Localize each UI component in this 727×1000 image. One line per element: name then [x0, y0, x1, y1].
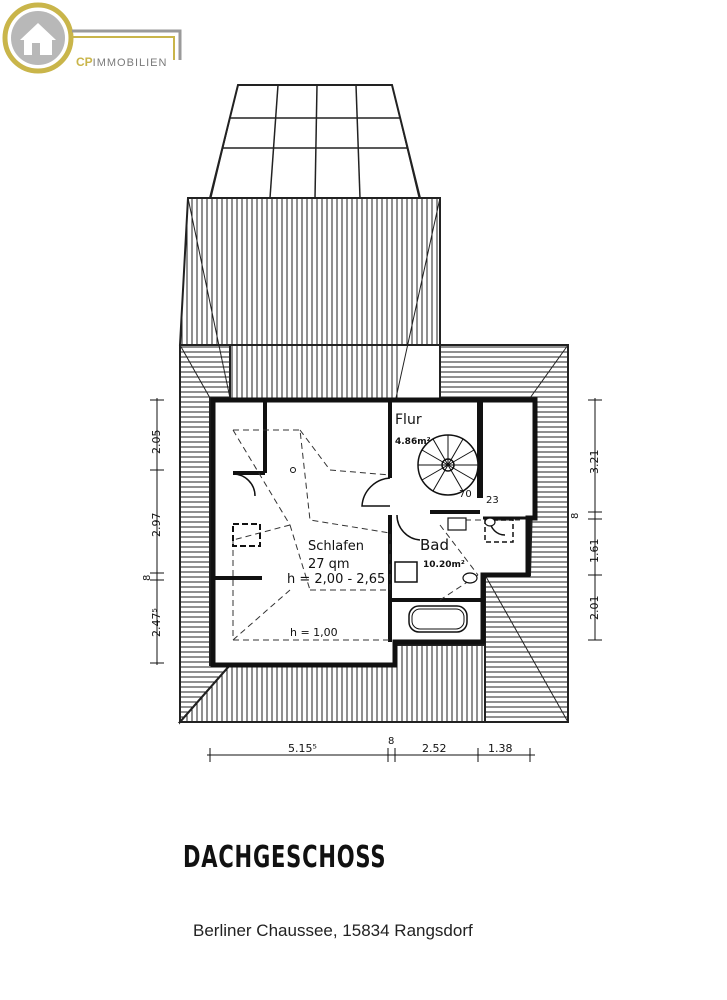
dim-bottom-4: 1.38	[488, 742, 513, 755]
logo-initials: CP	[76, 55, 93, 69]
toilet-icon	[462, 572, 478, 584]
dimension-bottom: 5.15⁵ 8 2.52 1.38	[207, 736, 535, 762]
dim-left-2: 2.97	[150, 513, 163, 538]
dim-right-4: 2.01	[588, 596, 601, 621]
logo-text: CPIMMOBILIEN	[76, 55, 167, 69]
dim-bottom-1: 5.15⁵	[288, 742, 317, 755]
dim-bottom-3: 2.52	[422, 742, 447, 755]
schlafen-height: h = 2,00 - 2,65	[287, 572, 385, 587]
flur-area: 4.86m²	[395, 437, 431, 447]
address: Berliner Chaussee, 15834 Rangsdorf	[193, 921, 473, 940]
logo-mark	[2, 2, 182, 74]
interior-floor	[210, 397, 538, 668]
room-labels: Flur 4.86m² Schlafen 27 qm h = 2,00 - 2,…	[287, 412, 499, 639]
logo-brand-name: IMMOBILIEN	[92, 57, 168, 69]
bad-label: Bad	[420, 536, 449, 554]
bathtub-icon	[408, 605, 468, 633]
dim-left-4: 2.47⁵	[150, 608, 163, 637]
flur-label: Flur	[395, 412, 422, 428]
dim-right-3: 1.61	[588, 539, 601, 564]
dim-right-1: 3.21	[588, 450, 601, 475]
schlafen-low-height: h = 1,00	[290, 626, 338, 639]
measure-23: 23	[486, 495, 499, 506]
bad-area: 10.20m²	[423, 560, 465, 570]
sink-icon	[447, 517, 467, 531]
toilet-icon-2	[484, 517, 496, 527]
schlafen-area: 27 qm	[308, 557, 350, 572]
measure-70: 70	[459, 489, 472, 500]
dimension-left: 2.05 2.97 8 2.47⁵	[142, 398, 164, 665]
floor-title: DACHGESCHOSS	[183, 840, 387, 875]
dim-left-3: 8	[142, 575, 153, 581]
schlafen-label: Schlafen	[308, 539, 364, 554]
glass-roof	[208, 84, 422, 199]
company-logo: CPIMMOBILIEN	[0, 0, 200, 80]
dim-bottom-2: 8	[388, 736, 394, 747]
dim-left-1: 2.05	[150, 430, 163, 455]
dimension-right: 3.21 8 1.61 2.01	[570, 398, 602, 641]
dim-right-2: 8	[570, 513, 581, 519]
shower-icon	[394, 561, 418, 583]
